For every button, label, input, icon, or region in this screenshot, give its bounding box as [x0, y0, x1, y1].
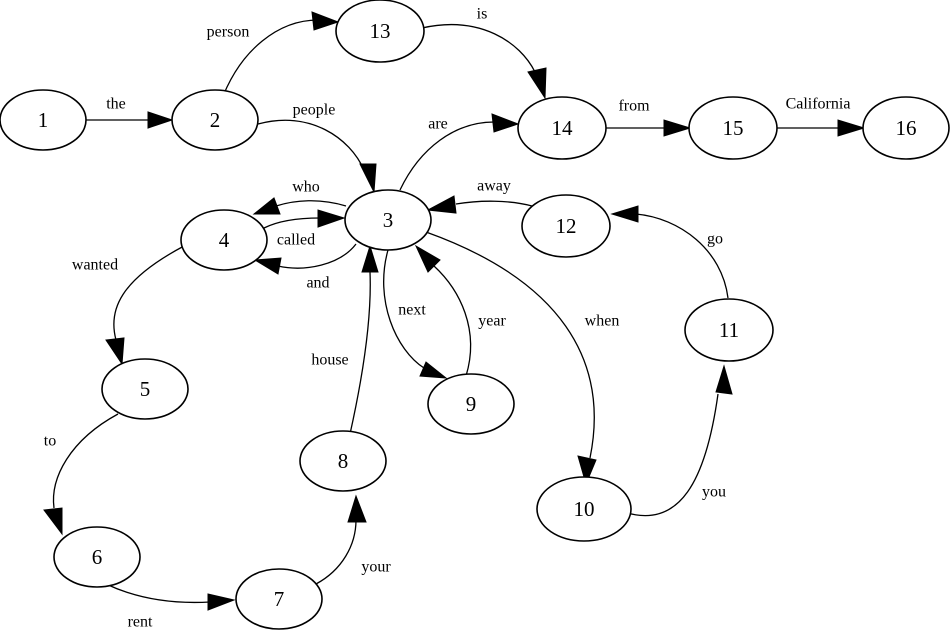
edge-11-12: go — [610, 205, 729, 299]
edge-3-4-who: who — [252, 179, 347, 215]
svg-text:11: 11 — [719, 318, 739, 342]
edge-label-california: California — [786, 96, 851, 113]
edge-label-people: people — [293, 102, 336, 119]
svg-text:16: 16 — [896, 116, 917, 140]
node-13: 13 — [335, 0, 425, 63]
edge-label-rent: rent — [128, 614, 153, 631]
edge-label-the: the — [106, 96, 126, 113]
edge-10-11: you — [623, 364, 733, 517]
node-9: 9 — [427, 373, 515, 435]
edge-label-wanted: wanted — [72, 257, 118, 274]
edge-3-14: are — [399, 113, 520, 191]
svg-text:8: 8 — [338, 449, 349, 473]
node-2: 2 — [171, 89, 259, 151]
svg-text:1: 1 — [38, 108, 49, 132]
node-15: 15 — [688, 96, 778, 160]
edge-label-from: from — [618, 98, 650, 115]
svg-text:13: 13 — [370, 19, 391, 43]
svg-text:5: 5 — [140, 377, 151, 401]
edge-3-4-and: and — [253, 243, 357, 292]
edge-2-13: person — [207, 11, 340, 105]
node-5: 5 — [101, 358, 189, 420]
edge-14-15: from — [606, 98, 692, 137]
svg-text:4: 4 — [219, 228, 230, 252]
node-12: 12 — [521, 194, 611, 258]
edge-label-is: is — [477, 6, 488, 23]
node-16: 16 — [862, 96, 950, 160]
svg-text:10: 10 — [574, 497, 595, 521]
edge-5-6: to — [43, 413, 119, 536]
svg-text:12: 12 — [556, 214, 577, 238]
edge-label-are: are — [428, 116, 448, 133]
node-7: 7 — [235, 568, 323, 630]
svg-text:2: 2 — [210, 108, 221, 132]
edge-label-who: who — [292, 179, 320, 196]
edge-15-16: California — [776, 96, 866, 137]
svg-text:6: 6 — [92, 545, 103, 569]
edge-label-next: next — [398, 302, 426, 319]
edge-label-year: year — [478, 313, 506, 330]
node-3: 3 — [344, 189, 432, 251]
svg-text:7: 7 — [274, 587, 285, 611]
edge-2-3: people — [257, 102, 377, 194]
edge-label-called: called — [277, 232, 315, 249]
edge-4-5: wanted — [72, 245, 185, 366]
node-1: 1 — [0, 89, 87, 151]
node-11: 11 — [684, 298, 774, 362]
edge-label-and: and — [306, 275, 329, 292]
edge-3-10: when — [425, 231, 620, 486]
edge-4-3-called: called — [263, 209, 346, 249]
node-14: 14 — [517, 96, 607, 160]
edge-9-3: year — [414, 244, 506, 377]
edges: the person people is are from — [43, 6, 866, 631]
svg-text:3: 3 — [383, 208, 394, 232]
edge-label-go: go — [707, 231, 723, 248]
edge-1-2: the — [86, 96, 174, 129]
edge-12-3: away — [426, 178, 533, 214]
edge-label-away: away — [477, 178, 511, 195]
svg-text:9: 9 — [466, 392, 477, 416]
edge-7-8: your — [315, 494, 391, 585]
edge-label-your: your — [361, 559, 391, 576]
svg-text:15: 15 — [723, 116, 744, 140]
svg-text:14: 14 — [552, 116, 574, 140]
node-6: 6 — [53, 526, 141, 588]
edge-label-when: when — [585, 313, 620, 330]
edge-label-house: house — [311, 352, 348, 369]
node-10: 10 — [536, 476, 632, 542]
edge-3-9: next — [383, 249, 448, 379]
edge-13-14: is — [421, 6, 547, 100]
edge-label-you: you — [702, 484, 726, 501]
node-4: 4 — [180, 209, 268, 271]
node-8: 8 — [299, 430, 387, 492]
edge-label-person: person — [207, 24, 250, 41]
edge-6-7: rent — [105, 583, 236, 631]
edge-8-3: house — [311, 244, 379, 435]
edge-label-to: to — [44, 433, 56, 450]
